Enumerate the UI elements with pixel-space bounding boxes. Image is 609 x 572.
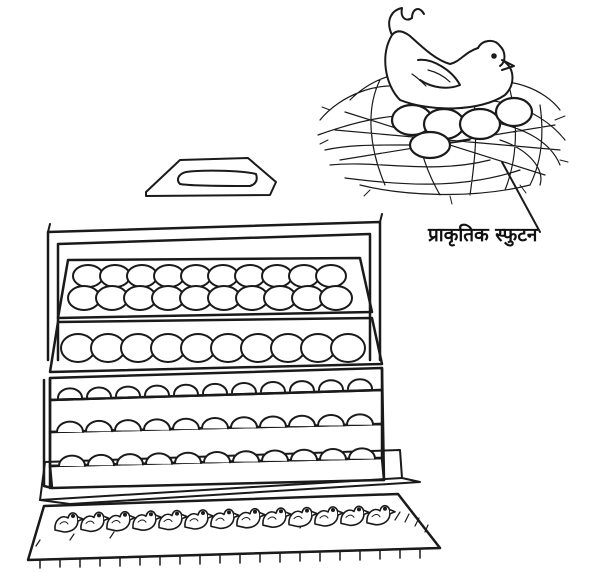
egg-icon (260, 417, 286, 427)
egg-icon (173, 419, 199, 429)
egg-icon (349, 448, 375, 458)
egg-icon (116, 387, 140, 397)
egg-icon (181, 265, 211, 287)
egg-icon (203, 384, 227, 394)
egg-icon (316, 265, 346, 287)
hen-icon (385, 8, 514, 108)
egg-icon (289, 416, 315, 426)
egg-icon (59, 456, 85, 466)
egg-icon (86, 421, 112, 431)
egg-icon (460, 109, 500, 139)
natural-hatching-label: प्राकृतिक स्फुटन (428, 221, 537, 247)
egg-icon (73, 265, 103, 287)
egg-icon (262, 265, 292, 287)
egg-icon (318, 415, 344, 425)
egg-icon (320, 449, 346, 459)
egg-icon (204, 452, 230, 462)
egg-icon (301, 334, 335, 362)
egg-icon (208, 265, 238, 287)
egg-icon (202, 418, 228, 428)
egg-icon (331, 334, 365, 362)
egg-icon (181, 334, 215, 362)
egg-icon (115, 420, 141, 430)
egg-icon (211, 334, 245, 362)
egg-icon (117, 454, 143, 464)
egg-icon (100, 265, 130, 287)
egg-icon (319, 380, 343, 390)
egg-icon (348, 379, 372, 389)
egg-icon (290, 381, 314, 391)
thermometer-icon (146, 158, 276, 196)
egg-icon (174, 385, 198, 395)
egg-icon (231, 417, 257, 427)
egg-icon (121, 334, 155, 362)
egg-icon (91, 334, 125, 362)
egg-icon (175, 453, 201, 463)
egg-icon (347, 414, 373, 424)
egg-icon (320, 286, 352, 310)
egg-icon (127, 265, 157, 287)
egg-icon (61, 334, 95, 362)
egg-icon (241, 334, 275, 362)
egg-icon (261, 382, 285, 392)
egg-icon (58, 388, 82, 398)
egg-icon (151, 334, 185, 362)
egg-icon (496, 98, 532, 126)
egg-icon (410, 132, 450, 158)
egg-icon (154, 265, 184, 287)
egg-icon (146, 453, 172, 463)
egg-icon (271, 334, 305, 362)
egg-icon (235, 265, 265, 287)
egg-icon (233, 451, 259, 461)
egg-icon (289, 265, 319, 287)
egg-icon (232, 383, 256, 393)
egg-icon (262, 451, 288, 461)
egg-icon (87, 387, 111, 397)
egg-icon (57, 422, 83, 432)
egg-icon (88, 455, 114, 465)
egg-icon (291, 450, 317, 460)
egg-icon (144, 419, 170, 429)
egg-icon (145, 386, 169, 396)
